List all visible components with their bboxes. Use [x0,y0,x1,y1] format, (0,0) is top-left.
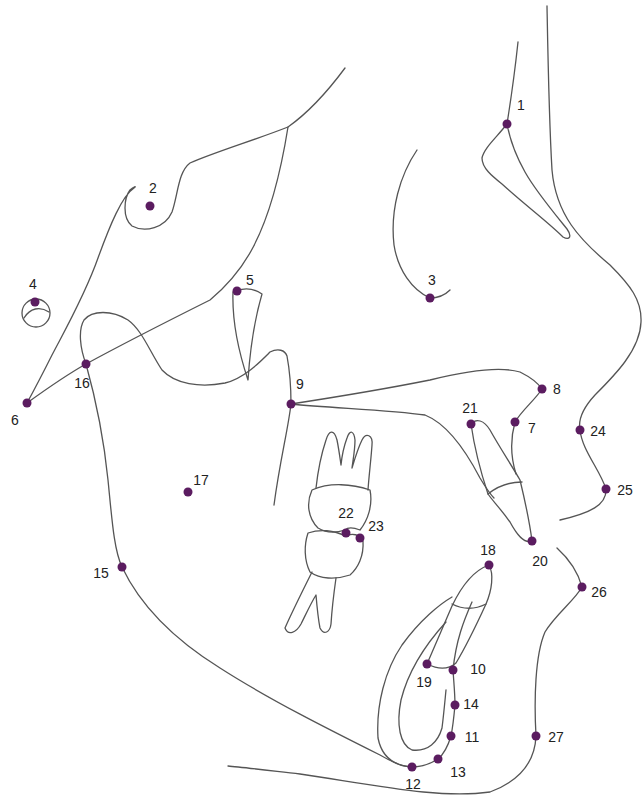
callout-number: 21 [462,400,478,416]
landmark-dot [423,660,432,669]
callout-number: 20 [532,553,548,569]
callout-number: 9 [296,376,304,392]
landmark-dot [532,732,541,741]
upper-molar-crown [309,485,371,532]
pterygoid-outline [233,289,262,380]
cranial-base [27,68,345,403]
orbit [393,150,450,298]
condyle-outline [80,313,291,506]
nasal-bone [482,42,570,238]
upper-molar-roots [316,432,372,490]
landmark-dot [511,418,520,427]
callout-number: 17 [193,472,209,488]
callout-number: 8 [553,381,561,397]
callout-number: 15 [93,565,109,581]
landmark-dot [146,202,155,211]
landmark-dot [576,426,585,435]
callout-number: 26 [591,584,607,600]
callout-number: 23 [368,518,384,534]
soft-tissue-profile [547,6,641,520]
landmark-dot [449,666,458,675]
callout-number: 4 [29,276,37,292]
landmark-dot [426,294,435,303]
callout-number: 18 [480,542,496,558]
palate-oral-line [291,404,494,498]
callout-number: 13 [450,764,466,780]
landmark-dot [447,732,456,741]
landmark-dot [233,287,242,296]
landmark-dot [451,701,460,710]
landmark-dot [287,400,296,409]
ear-rod-inner [24,309,49,318]
callout-number: 25 [617,482,633,498]
landmark-dot [538,385,547,394]
callout-number: 12 [405,776,421,792]
callout-number: 22 [338,505,354,521]
callout-number: 7 [528,420,536,436]
landmark-dot [485,561,494,570]
landmark-dot [602,485,611,494]
upper-incisor-crown [488,482,522,494]
lower-molar-roots [285,572,336,633]
callout-number: 14 [463,696,479,712]
landmark-dot [467,420,476,429]
callout-number: 11 [465,729,480,745]
landmark-dots [23,120,611,772]
callout-number: 16 [74,375,90,391]
mandible-border [86,364,412,767]
landmark-dot [356,534,365,543]
callout-number: 10 [470,661,486,677]
landmark-dot [434,755,443,764]
landmark-dot [118,563,127,572]
callout-number: 1 [517,97,525,113]
landmark-dot [31,298,40,307]
lower-incisor [427,565,492,668]
landmark-dot [408,763,417,772]
callout-number: 3 [428,272,436,288]
landmark-dot [23,399,32,408]
symphysis-inner [399,622,446,750]
upper-incisor [471,421,532,542]
lower-molar-crown [305,531,363,579]
callout-number: 2 [149,180,157,196]
landmark-dot [578,583,587,592]
landmark-dot [184,488,193,497]
callout-number: 5 [246,272,254,288]
callout-number: 6 [11,412,19,428]
callout-number: 19 [416,674,432,690]
callout-number: 24 [590,423,606,439]
soft-tissue-lower-lip [228,548,582,794]
landmark-dot [528,537,537,546]
landmark-dot [82,360,91,369]
symphysis-outer [378,597,472,767]
callout-number: 27 [548,729,564,745]
landmark-dot [503,120,512,129]
landmark-dot [342,529,351,538]
palate-nasal-floor [291,369,542,474]
